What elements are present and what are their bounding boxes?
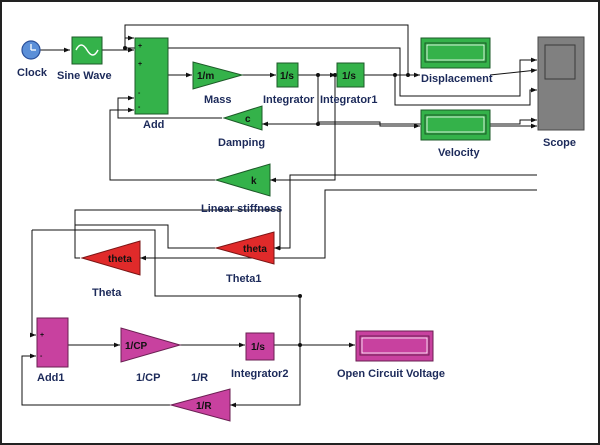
theta1-triangle: [214, 231, 275, 265]
theta-triangle: [80, 240, 141, 276]
theta1-gain-block[interactable]: theta Theta1: [214, 231, 275, 285]
add-sign-2: +: [138, 61, 142, 68]
integrator1-box: [336, 62, 365, 88]
velocity-label: Velocity: [438, 147, 480, 159]
displacement-label: Displacement: [421, 73, 493, 85]
integrator-text: 1/s: [280, 71, 294, 82]
cp-gain-block[interactable]: 1/CP 1/CP: [120, 327, 182, 384]
integrator2-box: [245, 332, 275, 361]
clock-block[interactable]: Clock: [17, 40, 48, 79]
damping-triangle: [222, 105, 263, 131]
add-sign-1: +: [138, 43, 142, 50]
linear-stiffness-gain-text: k: [251, 176, 257, 187]
open-circuit-voltage-screen: [361, 337, 428, 354]
velocity-display[interactable]: Velocity: [420, 109, 491, 159]
signal-lines: [21, 24, 538, 408]
add1-box: [36, 317, 69, 368]
sine-wave-icon: [75, 44, 99, 56]
sine-wave-label: Sine Wave: [57, 70, 112, 82]
damping-label: Damping: [218, 137, 265, 149]
cp-triangle: [120, 327, 182, 363]
mass-gain-block[interactable]: 1/m Mass: [192, 61, 244, 106]
damping-gain-text: c: [245, 114, 251, 125]
integrator2-label: Integrator2: [231, 368, 288, 380]
scope-screen: [544, 44, 576, 80]
linear-stiffness-gain-block[interactable]: k Linear stiffness: [201, 163, 282, 215]
open-circuit-voltage-label: Open Circuit Voltage: [337, 368, 445, 380]
integrator1-label: Integrator1: [320, 94, 377, 106]
scope-label: Scope: [543, 137, 576, 149]
r-gain-block[interactable]: 1/R: [169, 388, 231, 422]
integrator2-block[interactable]: 1/s Integrator2: [231, 332, 288, 380]
theta-gain-block[interactable]: theta Theta: [80, 240, 141, 299]
integrator1-text: 1/s: [342, 71, 356, 82]
add1-label: Add1: [37, 372, 65, 384]
r-floating-label: 1/R: [191, 372, 208, 384]
cp-label: 1/CP: [136, 372, 160, 384]
theta-gain-text: theta: [108, 254, 132, 265]
displacement-screen: [426, 44, 485, 61]
displacement-display[interactable]: Displacement: [420, 37, 493, 85]
add-sign-3: -: [138, 90, 141, 97]
add-sign-4: -: [138, 104, 141, 111]
theta1-gain-text: theta: [243, 244, 267, 255]
add1-block[interactable]: + - Add1: [36, 317, 69, 384]
integrator-label: Integrator: [263, 94, 315, 106]
add-label: Add: [143, 119, 164, 131]
clock-label: Clock: [17, 67, 48, 79]
cp-gain-text: 1/CP: [125, 341, 148, 352]
linear-stiffness-label: Linear stiffness: [201, 203, 282, 215]
theta-label: Theta: [92, 287, 122, 299]
mass-triangle: [192, 61, 244, 90]
velocity-screen: [426, 116, 485, 133]
r-triangle: [169, 388, 231, 422]
damping-gain-block[interactable]: c Damping: [218, 105, 265, 149]
linear-stiffness-triangle: [214, 163, 271, 197]
add-block[interactable]: + + - - Add: [134, 37, 169, 131]
integrator1-block[interactable]: 1/s Integrator1: [320, 62, 377, 106]
integrator-block[interactable]: 1/s Integrator: [263, 62, 315, 106]
add1-sign-2: -: [40, 353, 43, 360]
add-box: [134, 37, 169, 115]
integrator-box: [276, 62, 299, 88]
add1-sign-1: +: [40, 332, 44, 339]
open-circuit-voltage-display[interactable]: Open Circuit Voltage: [337, 330, 445, 380]
integrator2-text: 1/s: [251, 342, 265, 353]
theta1-label: Theta1: [226, 273, 261, 285]
mass-label: Mass: [204, 94, 232, 106]
scope-block[interactable]: Scope: [537, 36, 585, 149]
sine-wave-block[interactable]: Sine Wave: [57, 36, 112, 82]
mass-gain-text: 1/m: [197, 71, 214, 82]
r-gain-text: 1/R: [196, 401, 212, 412]
